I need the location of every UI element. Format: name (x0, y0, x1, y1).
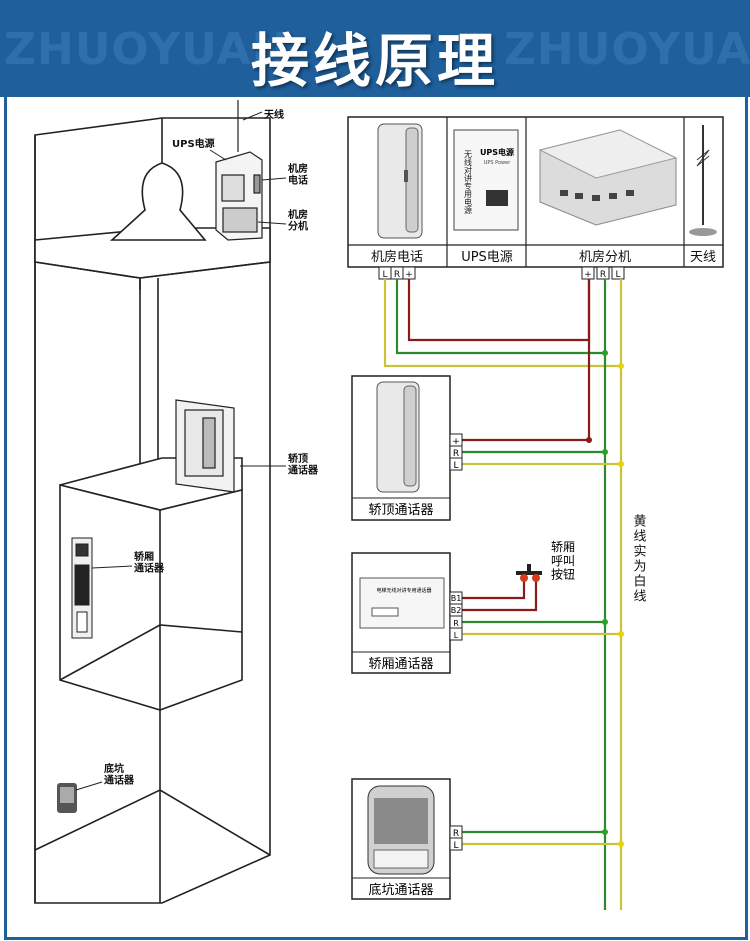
car-panel-text: 电梯无线对讲专用通话器 (376, 587, 431, 594)
ups-device-text: UPS电源 (480, 147, 514, 157)
label-antenna: 天线 (264, 108, 284, 121)
car-top-device: 轿顶通话器 + R L (351, 375, 463, 521)
wires (383, 279, 623, 910)
label-pit: 底坑通话器 (104, 762, 135, 787)
ct-term-R: R (453, 449, 459, 459)
label-machine-ext: 机房分机 (288, 208, 308, 233)
cell-label-ext: 机房分机 (579, 249, 631, 265)
watermark-right: ZHUOYUAN (504, 24, 750, 75)
phone-term-plus: + (405, 270, 413, 280)
yellow-wire-note: 黄线实为白线 (631, 514, 647, 604)
call-button-icon: 轿厢呼叫按钮 (516, 539, 575, 582)
car-intercom-device: 电梯无线对讲专用通话器 轿厢通话器 B1 B2 R L (351, 552, 463, 674)
shaft-labels: 天线 UPS电源 机房电话 机房分机 轿顶通话器 轿厢通话器 底坑通话器 (75, 108, 319, 791)
car-term-B2: B2 (451, 606, 462, 615)
pit-caption: 底坑通话器 (368, 882, 433, 898)
elevator-shaft (34, 117, 271, 904)
machine-room-devices (215, 100, 263, 241)
cell-label-phone: 机房电话 (371, 249, 423, 265)
ext-term-R: R (600, 270, 606, 280)
car-term-L: L (454, 631, 459, 640)
cell-label-ups: UPS电源 (461, 250, 513, 265)
watermark-left: ZHUOYUAN (4, 24, 290, 75)
car-operating-panel (71, 537, 93, 639)
car-term-R: R (453, 619, 459, 628)
page-title: 接线原理 (250, 27, 499, 95)
label-car-top: 轿顶通话器 (288, 452, 319, 477)
ups-device-vertical: 无线对讲专用电源 (464, 150, 473, 215)
car-term-B1: B1 (451, 594, 462, 603)
pit-term-L: L (453, 841, 458, 851)
phone-term-R: R (394, 270, 400, 280)
top-equipment-panel: UPS电源 UPS Power 无线对讲专用电源 机房电话 UPS电源 机房分机… (347, 116, 724, 280)
ct-term-plus: + (452, 437, 460, 447)
pit-intercom-icon (57, 783, 77, 813)
header-banner: ZHUOYUAN ZHUOYUAN 接线原理 (0, 0, 750, 97)
car-top-caption: 轿顶通话器 (368, 503, 433, 518)
ct-term-L: L (453, 461, 458, 471)
pit-device: 底坑通话器 R L (351, 778, 463, 900)
phone-term-L: L (382, 270, 387, 280)
car-caption: 轿厢通话器 (368, 657, 433, 672)
label-car-intercom: 轿厢通话器 (134, 550, 165, 575)
ext-term-plus: + (584, 270, 592, 280)
content-frame (4, 97, 748, 940)
label-machine-phone: 机房电话 (288, 162, 308, 187)
ups-device-sub: UPS Power (484, 160, 511, 166)
pit-term-R: R (453, 829, 459, 839)
junction-dots (586, 350, 624, 847)
car-top-intercom-box (175, 399, 235, 493)
call-button-label: 轿厢呼叫按钮 (551, 539, 575, 582)
label-ups: UPS电源 (172, 137, 215, 150)
cell-label-antenna: 天线 (690, 250, 716, 265)
ext-term-L: L (615, 270, 620, 280)
